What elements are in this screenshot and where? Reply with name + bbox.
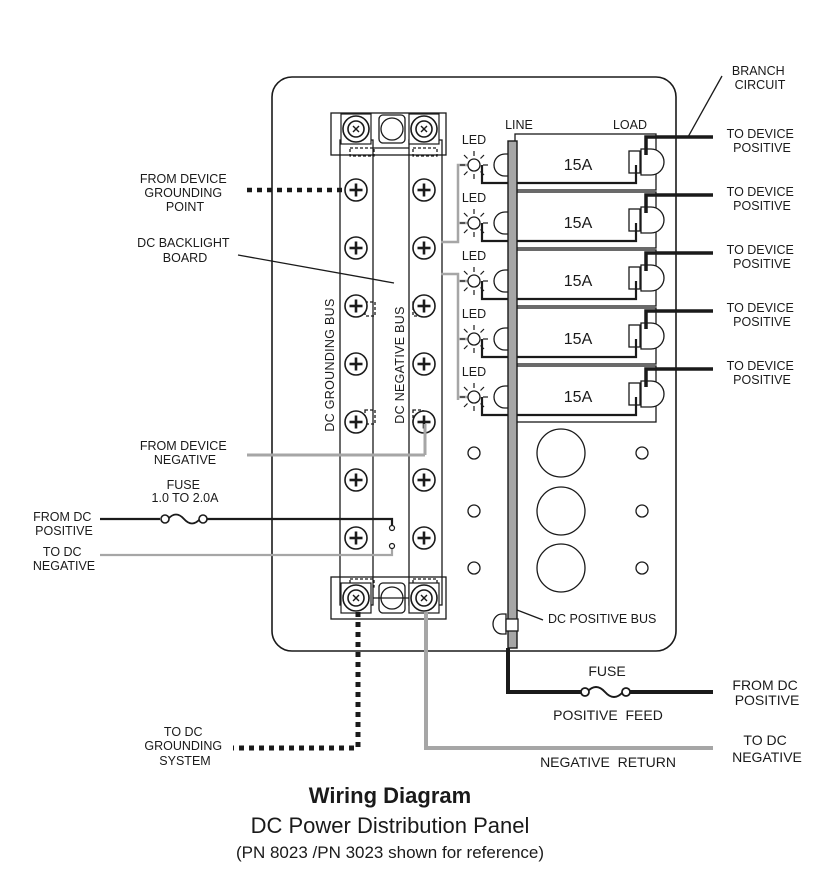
led-label: LED <box>462 133 486 147</box>
led-load-wiring <box>480 165 638 417</box>
dc-grounding-bus-label: DC GROUNDING BUS <box>323 298 337 431</box>
branch-circuit-line: CIRCUIT <box>735 78 786 92</box>
diagram-title: Wiring Diagram <box>309 783 471 808</box>
main-wires <box>233 612 713 751</box>
led-label: LED <box>462 307 486 321</box>
from-dc-positive-right-label: FROM DC POSITIVE <box>732 677 801 708</box>
negative-return-label: NEGATIVE RETURN <box>540 754 676 770</box>
from-dc-positive-left-label: FROM DC POSITIVE <box>33 510 95 538</box>
to-device-positive-label: TO DEVICE POSITIVE <box>727 243 798 271</box>
left-wires <box>100 187 427 557</box>
to-device-positive-label: TO DEVICE POSITIVE <box>727 359 798 387</box>
diagram-reference-note: (PN 8023 /PN 3023 shown for reference) <box>236 843 544 862</box>
breaker-row: 15A <box>493 365 665 423</box>
dc-negative-bus-label: DC NEGATIVE BUS <box>393 306 407 423</box>
positive-feed-label: POSITIVE FEED <box>553 707 663 723</box>
from-device-grounding-label: FROM DEVICE GROUNDING POINT <box>140 172 230 214</box>
knockouts <box>467 428 649 593</box>
led-labels: LED LED LED LED LED <box>462 133 486 379</box>
breaker-rating: 15A <box>564 389 593 406</box>
led-label: LED <box>462 365 486 379</box>
breaker-row: 15A <box>493 191 665 249</box>
branch-circuit-line: BRANCH <box>732 64 785 78</box>
breaker-rating: 15A <box>564 157 593 174</box>
to-device-positive-label: TO DEVICE POSITIVE <box>727 301 798 329</box>
breaker-row: 15A <box>493 249 665 307</box>
to-dc-grounding-label: TO DC GROUNDING SYSTEM <box>144 725 225 768</box>
small-fuse-label: FUSE 1.0 TO 2.0A <box>152 478 220 505</box>
dc-positive-bus-bar <box>492 140 519 649</box>
breaker-rating: 15A <box>564 215 593 232</box>
led-label: LED <box>462 249 486 263</box>
to-dc-negative-left-label: TO DC NEGATIVE <box>33 545 95 573</box>
breaker-row: 15A <box>493 307 665 365</box>
breaker-rating: 15A <box>564 331 593 348</box>
pointer-lines <box>237 75 723 621</box>
breaker-rating: 15A <box>564 273 593 290</box>
diagram-subtitle: DC Power Distribution Panel <box>251 813 530 838</box>
breaker-rows: 15A 15A 15A 15A 15A <box>493 133 665 423</box>
device-positive-wires <box>644 135 713 387</box>
led-label: LED <box>462 191 486 205</box>
branch-circuit-label: BRANCH CIRCUIT <box>732 64 788 92</box>
load-label: LOAD <box>613 118 647 132</box>
to-device-positive-labels: TO DEVICE POSITIVE TO DEVICE POSITIVE TO… <box>727 127 798 387</box>
to-device-positive-label: TO DEVICE POSITIVE <box>727 185 798 213</box>
from-device-negative-label: FROM DEVICE NEGATIVE <box>140 439 230 467</box>
line-label: LINE <box>505 118 533 132</box>
to-device-positive-label: TO DEVICE POSITIVE <box>727 127 798 155</box>
dc-backlight-board-label: DC BACKLIGHT BOARD <box>137 236 233 265</box>
breaker-row: 15A <box>493 133 665 191</box>
dc-positive-bus-label: DC POSITIVE BUS <box>548 612 656 626</box>
to-dc-negative-right-label: TO DC NEGATIVE <box>732 732 802 765</box>
fuse-label: FUSE <box>588 663 625 679</box>
